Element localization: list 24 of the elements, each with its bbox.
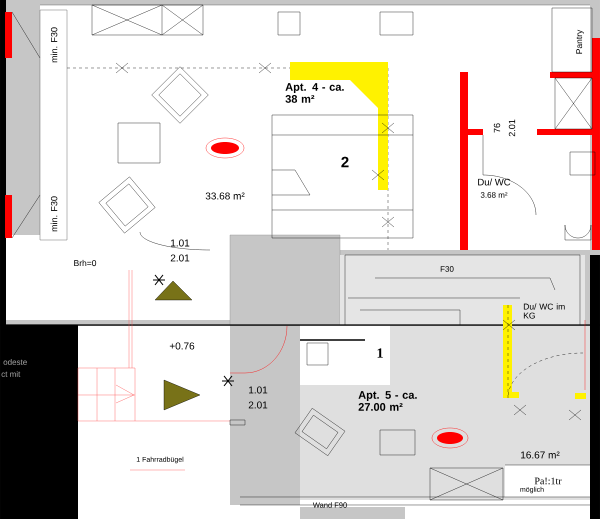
door-dimension: 2.01 (248, 401, 268, 409)
door-dimension: 2.01 (508, 120, 516, 136)
door-dimension: 2.01 (170, 254, 190, 262)
area-label: 33.68 m² (206, 192, 245, 200)
apartment-label: Apt. 4 - ca. 38 m² (285, 83, 344, 103)
note-text: Pa!:1tr (534, 478, 562, 484)
door-dimension: 1.01 (171, 239, 190, 247)
room-label: Du/ WC im KG (524, 303, 565, 319)
note-text: odeste (4, 359, 27, 365)
room-number: 2 (341, 156, 349, 168)
room-label: Pantry (576, 30, 584, 54)
area-label: 3.68 m² (480, 192, 508, 198)
area-label: 16.67 m² (521, 451, 560, 459)
wall-label: min. F30 (50, 196, 58, 232)
apartment-label: Apt. 5 - ca. 27.00 m² (358, 391, 417, 411)
level-label: +0.76 (170, 342, 194, 350)
door-dimension: 76 (494, 123, 500, 133)
door-dimension: 1.01 (249, 386, 268, 394)
wall-label: F30 (440, 266, 454, 272)
room-number: 1 (378, 348, 383, 358)
note-text: ct mit (2, 371, 20, 377)
room-label: Du/ WC (478, 178, 510, 186)
height-label: Brh=0 (74, 260, 96, 266)
wall-label: min. F30 (50, 27, 58, 62)
